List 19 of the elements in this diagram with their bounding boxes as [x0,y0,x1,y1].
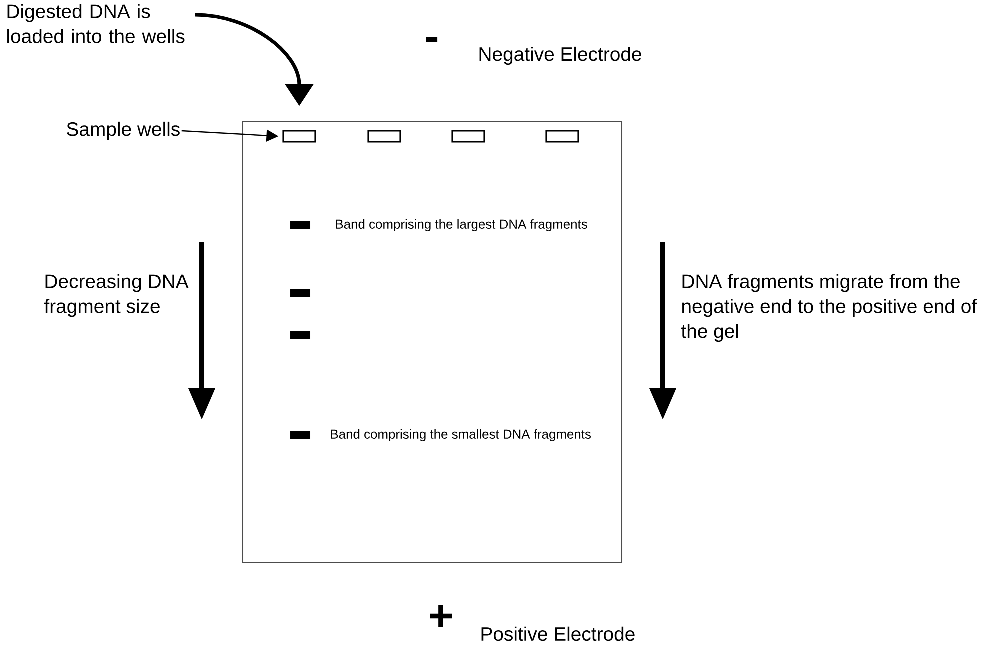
well [368,130,402,143]
callout-text: Digested DNA is loaded into the wells [8,4,185,44]
well [282,130,316,143]
well [546,130,580,143]
gel [242,122,622,564]
label: Positive Electrode [482,626,635,642]
label: Decreasing DNA fragment size [44,274,189,318]
electrode-sign: - [426,37,438,42]
callout-text: Sample wells [67,122,180,140]
electrode-sign: + [430,605,452,628]
band-label: Band comprising the smallest DNA fragments [331,429,591,442]
well [452,130,486,143]
band-label: Band comprising the largest DNA fragments [336,219,588,232]
dna-band [290,222,310,230]
dna-band [290,290,310,298]
dna-band [290,432,310,440]
label: Negative Electrode [480,46,642,66]
dna-band [290,332,310,340]
label: DNA fragments migrate from the negative end to the positive end of the gel [682,274,978,342]
